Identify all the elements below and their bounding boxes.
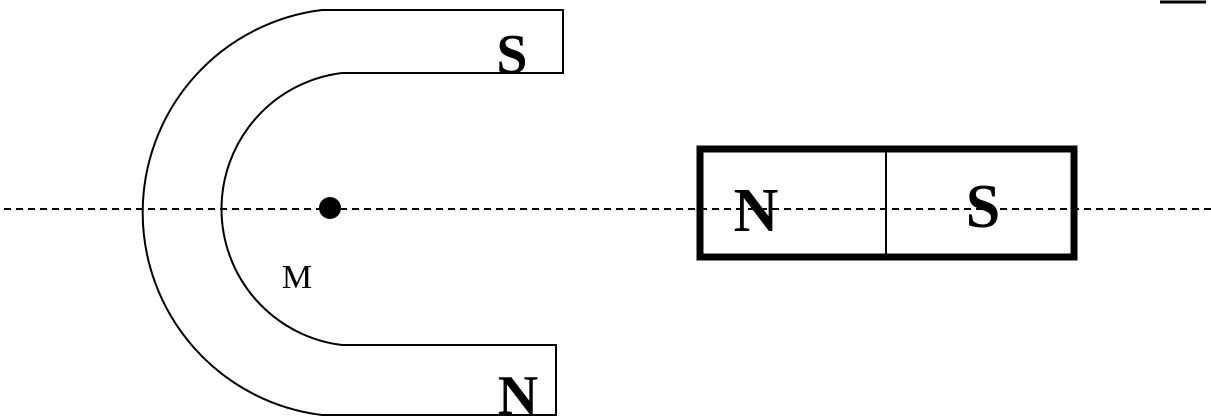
bar-magnet-left-pole-label: N xyxy=(734,177,779,245)
bar-magnet: N S xyxy=(696,145,1078,261)
bar-magnet-right-pole-label: S xyxy=(966,173,1000,241)
horseshoe-outline xyxy=(141,9,564,416)
horseshoe-bottom-pole-label: N xyxy=(498,365,538,420)
horseshoe-top-pole-label: S xyxy=(496,24,527,86)
point-m-dot xyxy=(319,197,341,219)
horseshoe-magnet: S N xyxy=(141,9,564,420)
point-m-label: M xyxy=(282,259,312,296)
